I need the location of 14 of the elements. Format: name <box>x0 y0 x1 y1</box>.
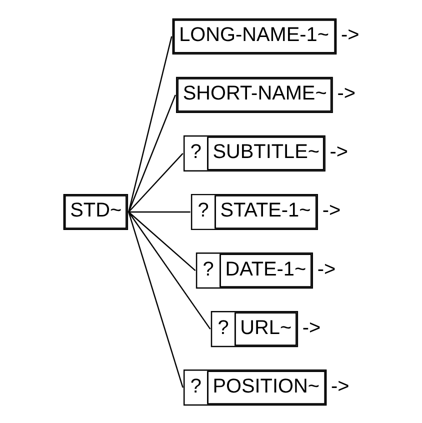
connector <box>128 210 190 212</box>
connector <box>128 152 183 212</box>
node-label: -> <box>336 82 356 104</box>
node-label: -> <box>322 199 340 222</box>
node-label: -> <box>340 24 359 46</box>
node-label: -> <box>316 258 336 280</box>
connector <box>128 36 172 212</box>
connector <box>128 211 183 388</box>
connector <box>128 211 196 270</box>
node-label: -> <box>329 140 348 163</box>
connector <box>128 211 210 329</box>
node-label: -> <box>302 316 320 338</box>
connector <box>128 94 176 212</box>
node-label: -> <box>330 374 349 397</box>
